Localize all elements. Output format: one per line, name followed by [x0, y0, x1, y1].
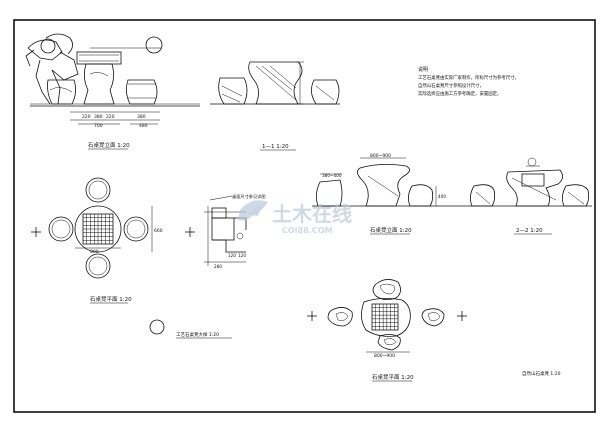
caption-plan-a: 石桌凳平面 1:20	[90, 295, 132, 303]
caption-elevation-b: 石桌凳立面 1:20	[370, 226, 412, 234]
caption-section-2-2: 2—2 1:20	[516, 228, 543, 234]
dim-a4: 380	[137, 114, 146, 120]
design-notes: 说明 工艺石桌凳由实际厂家制作，所标尺寸为参考尺寸， 自然山石桌凳尺寸参照设计尺…	[418, 66, 519, 97]
dim-plan-a1: 800	[90, 249, 99, 255]
dim-a5: 700	[94, 123, 103, 129]
stone-table-plan-a: 800 660	[31, 177, 195, 279]
drawing-border	[13, 19, 596, 413]
dim-d3: 280	[214, 264, 222, 269]
notes-line-1: 工艺石桌凳由实际厂家制作，所标尺寸为参考尺寸，	[418, 74, 519, 81]
caption-elevation-a: 石桌凳立面 1:20	[88, 141, 130, 149]
dim-b3: 400	[438, 194, 446, 199]
detail-note: 桌面尺寸参见详图	[232, 193, 266, 200]
dim-a1: 220	[82, 114, 91, 120]
caption-section-1-1: 1—1 1:20	[262, 144, 289, 150]
dim-a6: 480	[139, 123, 148, 129]
caption-plan-b: 石桌凳平面 1:20	[372, 373, 414, 381]
stone-table-elevation-a: 220 380 220 380 700 480	[25, 33, 200, 129]
detail-reference-circle	[149, 319, 165, 335]
caption-natural-stone: 自然山石桌凳 1:20	[522, 370, 561, 377]
notes-line-2: 自然山石桌凳尺寸参照设计尺寸，	[418, 82, 484, 89]
section-2-2	[466, 157, 592, 207]
dim-plan-a2: 660	[154, 228, 163, 234]
dim-b2: 380~400	[322, 173, 342, 178]
caption-detail: 工艺石桌凳大样 1:20	[176, 331, 219, 338]
dim-plan-b1: 800~900	[374, 353, 395, 359]
dim-d1: 120	[228, 253, 236, 258]
dim-d2: 120	[238, 253, 246, 258]
dim-b1: 800~900	[370, 153, 391, 159]
notes-line-3: 实际选择应由施工方参考确定，安置固定。	[418, 90, 501, 97]
dim-a2: 380	[94, 114, 103, 120]
dim-a3: 220	[106, 114, 115, 120]
seated-person-figure	[25, 33, 79, 105]
section-1-1	[210, 61, 340, 105]
notes-heading: 说明	[418, 66, 428, 73]
natural-stone-plan-b: 800~900	[307, 279, 467, 359]
svg-text:COI88.COM: COI88.COM	[282, 226, 332, 235]
svg-text:土木在线: 土木在线	[272, 202, 352, 226]
watermark-logo: 土木在线 COI88.COM	[238, 200, 352, 235]
stone-table-detail: 桌面尺寸参见详图 120 120 280	[204, 193, 266, 269]
natural-stone-elevation-b: 800~900 380~400 400	[312, 153, 466, 207]
